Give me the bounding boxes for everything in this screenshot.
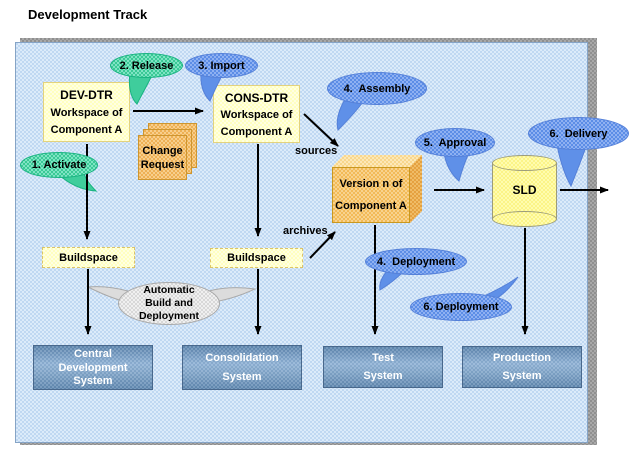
buildspace-cons-box: Buildspace xyxy=(210,248,303,268)
cons-dtr-line3: Component A xyxy=(220,125,293,138)
consolidation-system-line1: Consolidation xyxy=(205,352,279,365)
import-step-bubble: 3. Import xyxy=(185,53,258,78)
sld-label: SLD xyxy=(512,183,537,197)
cons-dtr-line2: Workspace of xyxy=(220,109,293,121)
buildspace-cons-label: Buildspace xyxy=(227,252,286,264)
dev-dtr-title: DEV-DTR xyxy=(60,88,113,102)
consolidation-system-line2: System xyxy=(222,370,262,383)
assembly-step-bubble: 4. Assembly xyxy=(327,72,427,105)
activate-step-bubble: 1. Activate xyxy=(20,152,98,178)
test-system-line2: System xyxy=(363,369,403,382)
page-title: Development Track xyxy=(28,7,148,22)
dev-dtr-workspace-box: DEV-DTR Workspace of Component A xyxy=(43,82,130,142)
change-request-page-front: Change Request xyxy=(138,135,187,180)
archives-label: archives xyxy=(283,225,328,237)
delivery-step-bubble: 6. Delivery xyxy=(528,117,629,150)
component-version-box-top-face xyxy=(332,155,422,167)
production-system-line2: System xyxy=(502,369,542,382)
release-step-bubble: 2. Release xyxy=(110,53,183,78)
dev-dtr-line3: Component A xyxy=(50,124,123,136)
approval-step-bubble: 5. Approval xyxy=(415,128,495,157)
central-system-line3: System xyxy=(73,375,113,388)
sources-label: sources xyxy=(295,145,338,157)
component-version-line2: Component A xyxy=(335,200,407,212)
central-system-line1: Central xyxy=(74,347,112,360)
component-version-box: Version n of Component A xyxy=(332,167,410,223)
autobuild-line3: Deployment xyxy=(138,310,200,322)
change-request-line1: Change xyxy=(142,144,183,157)
buildspace-dev-label: Buildspace xyxy=(59,251,118,264)
test-system-line1: Test xyxy=(372,352,394,365)
test-system-box: Test System xyxy=(323,346,443,388)
cons-dtr-workspace-box: CONS-DTR Workspace of Component A xyxy=(213,85,300,143)
sld-cylinder-body xyxy=(492,163,557,219)
autobuild-line1: Automatic xyxy=(143,284,195,296)
component-version-box-right-face xyxy=(410,155,422,223)
central-development-system-box: Central Development System xyxy=(33,345,153,390)
dev-dtr-line2: Workspace of xyxy=(50,107,123,119)
production-system-box: Production System xyxy=(462,346,582,388)
buildspace-dev-box: Buildspace xyxy=(42,247,135,268)
automatic-build-deployment-bubble: Automatic Build and Deployment xyxy=(118,282,220,325)
production-system-line1: Production xyxy=(492,352,552,365)
deployment-prod-step-bubble: 6. Deployment xyxy=(410,293,512,321)
central-system-line2: Development xyxy=(58,361,128,374)
component-version-line1: Version n of xyxy=(339,178,403,190)
consolidation-system-box: Consolidation System xyxy=(182,345,302,390)
deployment-test-step-bubble: 4. Deployment xyxy=(365,248,467,275)
sld-cylinder-bottom xyxy=(492,211,557,227)
change-request-line2: Request xyxy=(140,158,185,171)
cons-dtr-title: CONS-DTR xyxy=(224,90,289,105)
sld-cylinder-top xyxy=(492,155,557,171)
autobuild-line2: Build and xyxy=(145,297,193,309)
